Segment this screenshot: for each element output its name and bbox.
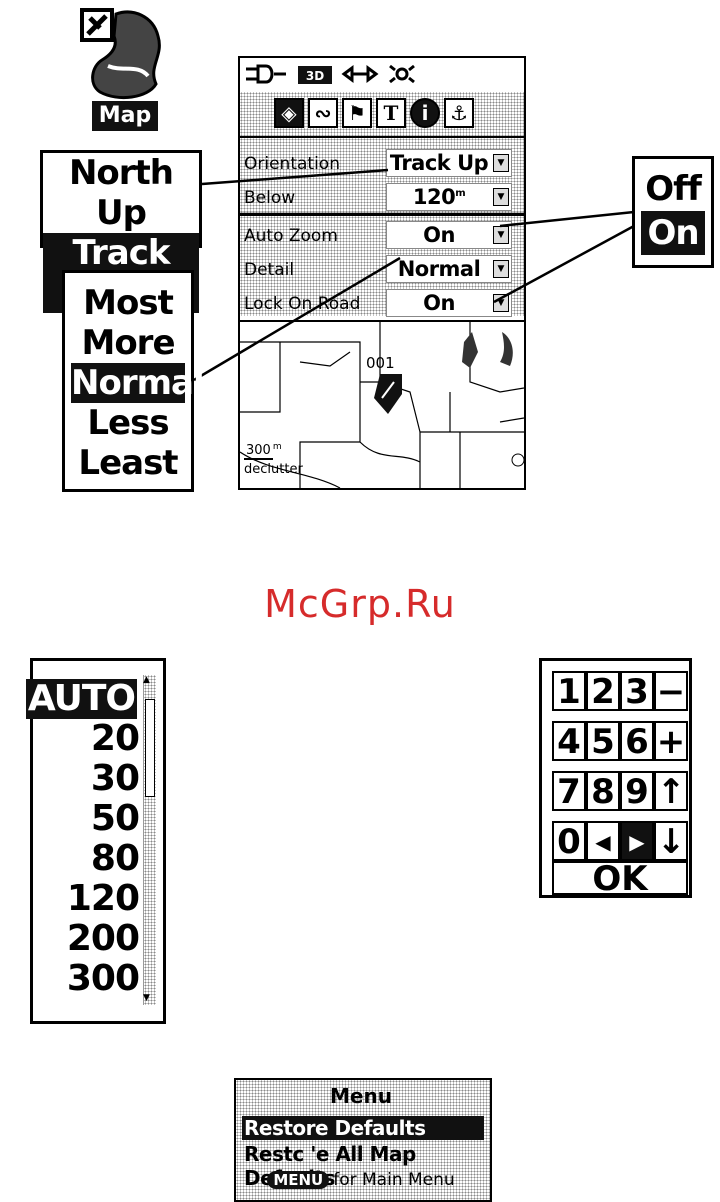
map-tab-icon[interactable]: ◈ <box>274 98 304 128</box>
satellite-icon <box>341 65 379 83</box>
scrollbar[interactable]: ▲ ▼ <box>143 675 156 1005</box>
on-off-options-popup: Off On <box>632 156 714 268</box>
zoom-item[interactable]: 80ft <box>90 838 154 879</box>
info-tab-icon[interactable]: i <box>410 98 440 128</box>
auto-zoom-dropdown[interactable]: On ▼ <box>386 221 512 249</box>
position-arrow-icon <box>374 374 402 414</box>
option-north-up[interactable]: North Up <box>68 153 174 233</box>
key-plus[interactable]: + <box>654 721 688 761</box>
zoom-item[interactable]: 30ft <box>90 758 154 799</box>
scrollbar-thumb[interactable] <box>145 699 155 797</box>
map-setup-screen: 3D ◈ ∾ ⚑ T i ⚓ Orientation Track Up ▼ <box>238 56 526 490</box>
menu-title: Menu <box>330 1084 392 1108</box>
option-less[interactable]: Less <box>87 403 169 443</box>
setting-label: Detail <box>244 260 295 280</box>
text-tab-icon[interactable]: T <box>376 98 406 128</box>
setting-lock-on-road[interactable]: Lock On Road On ▼ <box>240 286 524 320</box>
key-8[interactable]: 8 <box>586 771 620 811</box>
scale-value: 300 <box>244 443 273 461</box>
zoom-item[interactable]: 50ft <box>90 798 154 839</box>
below-value: 120m <box>412 185 466 209</box>
marine-tab-icon[interactable]: ⚓ <box>444 98 474 128</box>
zoom-item-auto[interactable]: AUTO <box>25 678 137 719</box>
zoom-item[interactable]: 300ft <box>66 958 154 999</box>
zoom-item[interactable]: 120ft <box>66 878 154 919</box>
map-globe-icon <box>80 8 161 99</box>
map-icon-label: Map <box>92 101 158 131</box>
below-dropdown[interactable]: 120m ▼ <box>386 183 512 211</box>
orientation-dropdown[interactable]: Track Up ▼ <box>386 149 512 177</box>
option-most[interactable]: Most <box>83 283 174 323</box>
ok-button[interactable]: OK <box>552 861 688 896</box>
scroll-up-icon[interactable]: ▲ <box>143 675 150 685</box>
callout-lines <box>193 168 635 382</box>
key-1[interactable]: 1 <box>552 671 586 711</box>
watermark: McGrp.Ru <box>264 582 456 626</box>
key-0[interactable]: 0 <box>552 821 586 861</box>
chevron-down-icon[interactable]: ▼ <box>493 226 509 244</box>
menu-item-restore-defaults[interactable]: Restore Defaults <box>242 1116 484 1140</box>
key-7[interactable]: 7 <box>552 771 586 811</box>
detail-value: Normal <box>397 257 481 281</box>
key-right-arrow[interactable]: ▶ <box>620 821 654 861</box>
key-minus[interactable]: − <box>654 671 688 711</box>
chevron-down-icon[interactable]: ▼ <box>493 154 509 172</box>
status-bar: 3D <box>240 58 524 92</box>
orientation-value: Track Up <box>389 151 489 175</box>
key-9[interactable]: 9 <box>620 771 654 811</box>
chevron-down-icon[interactable]: ▼ <box>493 294 509 312</box>
zoom-item[interactable]: 20ft <box>90 718 154 759</box>
option-on[interactable]: On <box>641 211 705 255</box>
option-normal[interactable]: Normal <box>71 363 205 403</box>
chevron-down-icon[interactable]: ▼ <box>493 260 509 278</box>
lock-on-road-dropdown[interactable]: On ▼ <box>386 289 512 317</box>
setting-detail[interactable]: Detail Normal ▼ <box>240 252 524 286</box>
setting-below[interactable]: Below 120m ▼ <box>240 180 524 214</box>
key-left-arrow[interactable]: ◀ <box>586 821 620 861</box>
key-2[interactable]: 2 <box>586 671 620 711</box>
key-up-arrow[interactable]: ↑ <box>654 771 688 811</box>
declutter-label: declutter <box>244 462 303 477</box>
menu-footer-text: for Main Menu <box>333 1170 455 1190</box>
zoom-scale-list: AUTO 20ft 30ft 50ft 80ft 120ft 200ft 300… <box>25 658 166 1024</box>
setting-auto-zoom[interactable]: Auto Zoom On ▼ <box>240 218 524 252</box>
key-3[interactable]: 3 <box>620 671 654 711</box>
options-menu: Menu Restore Defaults Restc 'e All Map D… <box>234 1078 492 1202</box>
page-tabs: ◈ ∾ ⚑ T i ⚓ <box>240 92 524 138</box>
lock-on-road-value: On <box>423 291 455 315</box>
option-least[interactable]: Least <box>78 443 178 483</box>
backlight-icon <box>389 64 415 84</box>
option-off[interactable]: Off <box>645 169 702 209</box>
menu-key-icon: MENU <box>267 1171 330 1189</box>
map-app-icon[interactable] <box>78 6 170 132</box>
key-6[interactable]: 6 <box>620 721 654 761</box>
detail-dropdown[interactable]: Normal ▼ <box>386 255 512 283</box>
waypoint-tab-icon[interactable]: ⚑ <box>342 98 372 128</box>
svg-text:3D: 3D <box>306 69 324 83</box>
key-5[interactable]: 5 <box>586 721 620 761</box>
setting-label: Auto Zoom <box>244 226 338 246</box>
chevron-down-icon[interactable]: ▼ <box>493 188 509 206</box>
zoom-item[interactable]: 200ft <box>66 918 154 959</box>
setting-label: Below <box>244 188 296 208</box>
numeric-keypad: 1 2 3 − 4 5 6 + 7 8 9 ↑ 0 ◀ ▶ ↓ OK <box>539 658 692 898</box>
auto-zoom-value: On <box>423 223 455 247</box>
power-icon <box>246 64 286 84</box>
key-down-arrow[interactable]: ↓ <box>654 821 688 861</box>
3d-gps-icon: 3D <box>298 66 332 84</box>
orientation-options-popup: North Up Track Up <box>40 150 202 313</box>
waypoint-label: 001 <box>366 354 395 372</box>
setting-label: Orientation <box>244 154 340 174</box>
map-boundaries <box>239 322 525 489</box>
setting-orientation[interactable]: Orientation Track Up ▼ <box>240 146 524 180</box>
route-tab-icon[interactable]: ∾ <box>308 98 338 128</box>
scroll-down-icon[interactable]: ▼ <box>143 993 150 1003</box>
menu-item-restore-all-map-defaults[interactable]: Restc 'e All Map Defaults <box>244 1142 416 1190</box>
detail-options-popup: Most More Normal Less Least <box>62 270 205 492</box>
option-more[interactable]: More <box>81 323 175 363</box>
key-4[interactable]: 4 <box>552 721 586 761</box>
